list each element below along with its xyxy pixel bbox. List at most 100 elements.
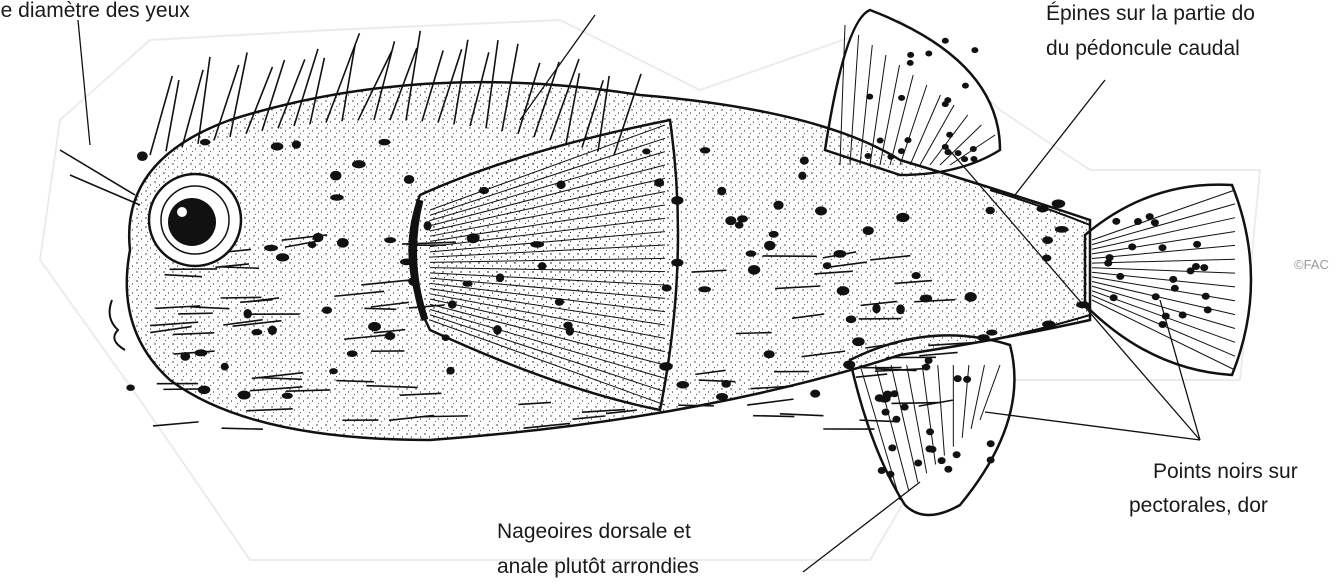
black-spot: [878, 396, 890, 403]
black-spot: [198, 385, 211, 394]
black-spot: [1202, 293, 1210, 300]
black-spot: [977, 334, 989, 341]
black-spot: [322, 307, 332, 314]
label-black-spots-line2: pectorales, dor: [1129, 492, 1268, 519]
black-spot: [717, 187, 726, 196]
black-spot: [926, 428, 934, 435]
black-spot: [1151, 219, 1159, 226]
black-spot: [944, 466, 952, 473]
black-spot: [987, 456, 995, 463]
black-spot: [1187, 267, 1195, 274]
black-spot: [448, 300, 457, 308]
black-spot: [1204, 306, 1212, 313]
label-fins-line1: Nageoires dorsale et: [497, 518, 691, 545]
black-spot: [1193, 241, 1201, 248]
black-spot: [901, 404, 909, 411]
black-spot: [953, 451, 961, 458]
black-spot: [195, 349, 208, 356]
black-spot: [963, 376, 971, 383]
black-spot: [496, 273, 504, 282]
black-spot: [877, 138, 884, 144]
black-spot: [538, 262, 546, 270]
black-spot: [662, 284, 672, 291]
black-spot: [907, 52, 914, 58]
black-spot: [716, 393, 728, 400]
pupil: [168, 198, 216, 246]
black-spot: [986, 207, 995, 215]
black-spot: [928, 446, 936, 453]
black-spot: [400, 258, 413, 265]
black-spot: [962, 83, 969, 89]
black-spot: [800, 157, 809, 165]
black-spot: [337, 238, 349, 248]
black-spot: [424, 221, 432, 230]
black-spot: [837, 286, 850, 295]
black-spot: [872, 304, 880, 314]
black-spot: [126, 384, 134, 390]
black-spot: [308, 242, 316, 248]
black-spot: [1037, 205, 1049, 212]
black-spot: [865, 153, 872, 159]
black-spot: [352, 160, 366, 168]
black-spot: [1169, 276, 1177, 283]
black-spot: [914, 460, 922, 467]
black-spot: [987, 440, 995, 447]
black-spot: [378, 139, 390, 146]
black-spot: [654, 178, 664, 186]
black-spot: [748, 265, 760, 275]
black-spot: [1052, 199, 1066, 208]
black-spot: [833, 250, 846, 258]
label-fins-line2: anale plutôt arrondies: [497, 553, 699, 580]
black-spot: [890, 390, 898, 397]
black-spot: [408, 277, 418, 286]
black-spot: [313, 233, 324, 242]
spine: [753, 416, 794, 417]
black-spot: [904, 137, 911, 143]
spine: [221, 297, 262, 298]
black-spot: [798, 172, 806, 180]
black-spot: [1128, 243, 1136, 250]
black-spot: [961, 156, 968, 162]
black-spot: [843, 360, 855, 369]
black-spot: [271, 142, 284, 150]
black-spot: [769, 231, 779, 238]
black-spot: [970, 156, 977, 162]
black-spot: [823, 262, 832, 269]
black-spot: [764, 350, 775, 358]
black-spot: [970, 146, 977, 152]
black-spot: [912, 272, 921, 279]
label-eye-spines: le diamètre des yeux: [0, 0, 190, 24]
black-spot: [886, 471, 894, 478]
black-spot: [846, 316, 857, 324]
black-spot: [1146, 213, 1154, 220]
black-spot: [938, 457, 946, 464]
black-spot: [329, 368, 338, 374]
black-spot: [268, 326, 277, 335]
black-spot: [442, 334, 450, 341]
copyright-credit: ©FAC: [1294, 257, 1329, 272]
black-spot: [200, 139, 210, 146]
black-spot: [1110, 294, 1118, 301]
black-spot: [330, 194, 344, 200]
black-spot: [863, 226, 874, 235]
black-spot: [965, 292, 977, 302]
black-spot: [659, 362, 672, 371]
black-spot: [671, 259, 683, 267]
black-spot: [292, 140, 301, 148]
black-spot: [1106, 254, 1114, 261]
spine: [364, 308, 396, 309]
black-spot: [725, 216, 736, 225]
black-spot: [946, 132, 953, 138]
black-spot: [810, 390, 820, 398]
black-spot: [954, 375, 962, 382]
black-spot: [493, 325, 502, 335]
black-spot: [676, 381, 689, 388]
black-spot: [892, 416, 900, 423]
black-spot: [556, 180, 565, 189]
black-spot: [698, 286, 711, 292]
black-spot: [1179, 312, 1187, 319]
black-spot: [671, 196, 683, 205]
black-spot: [896, 304, 905, 314]
black-spot: [479, 187, 489, 194]
